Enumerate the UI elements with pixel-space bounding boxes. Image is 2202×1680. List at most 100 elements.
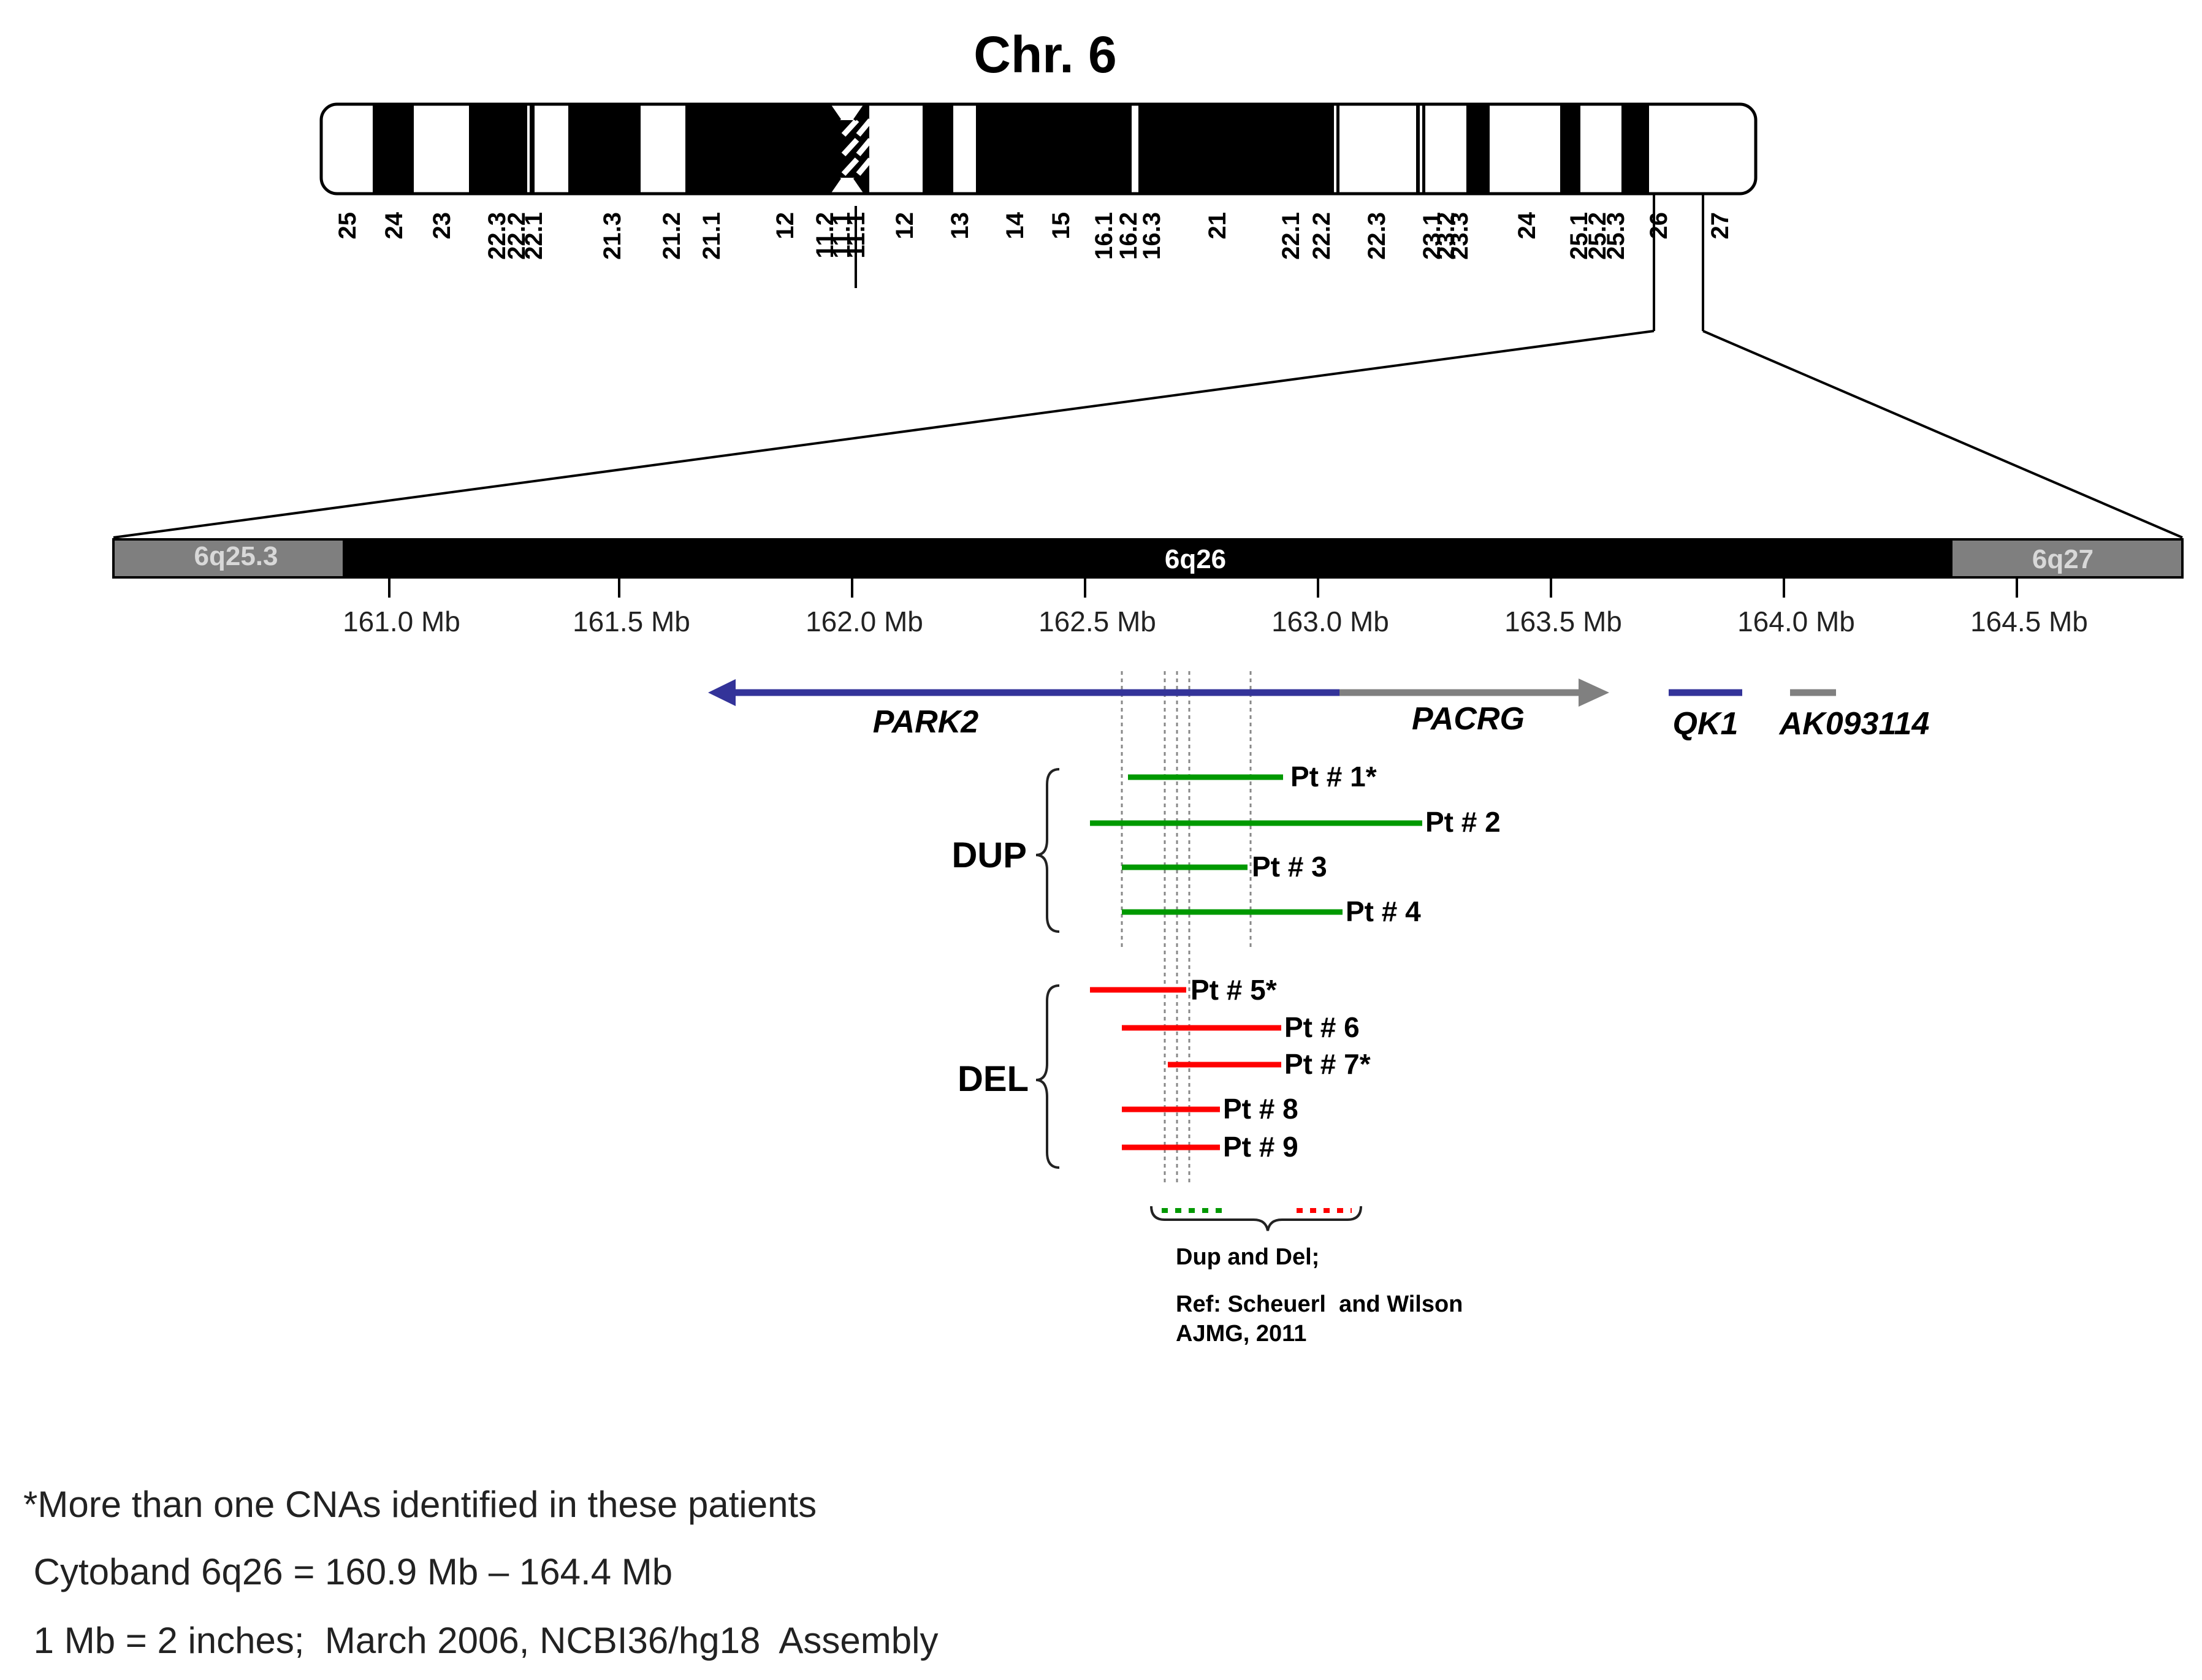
band-label: 13 xyxy=(947,212,973,240)
ideogram-band xyxy=(685,104,739,194)
gene-track: PARK2 PACRG QK1 AK093114 xyxy=(708,678,1929,742)
scale-label: 164.0 Mb xyxy=(1737,606,1855,637)
scale-label: 161.0 Mb xyxy=(343,606,460,637)
centromere-hatch xyxy=(841,118,859,137)
pacrg-arrowhead xyxy=(1579,678,1609,707)
patient-label-pt2: Pt # 2 xyxy=(1425,806,1501,838)
band-label: 23.3 xyxy=(1446,212,1473,260)
ideogram-band xyxy=(953,104,976,194)
ideogram-band xyxy=(1339,104,1416,194)
band-label: 22.2 xyxy=(503,212,530,260)
band-label-6q25-3: 6q25.3 xyxy=(194,541,278,571)
ideogram-band xyxy=(976,104,1042,194)
band-label: 22.3 xyxy=(1363,212,1390,260)
band-label: 16.1 xyxy=(1091,212,1118,260)
ideogram-band xyxy=(1134,104,1138,194)
band-label: 27 xyxy=(1707,212,1734,240)
dup-brace xyxy=(1035,768,1060,933)
ideogram-band xyxy=(1042,104,1131,194)
breakpoint-guides xyxy=(1121,671,1252,1183)
ideogram-band xyxy=(373,104,414,194)
ideogram-band xyxy=(1177,104,1330,194)
band-label: 26 xyxy=(1645,212,1672,240)
ideogram-band xyxy=(1138,104,1177,194)
park2-arrowhead xyxy=(708,679,736,706)
ideogram-band xyxy=(1425,104,1466,194)
ref-line-1: Dup and Del; xyxy=(1176,1244,1319,1270)
band-label: 25.3 xyxy=(1602,212,1629,260)
zoom-band-bar: 6q25.3 6q26 6q27 xyxy=(112,538,2184,579)
ideogram-band xyxy=(923,104,953,194)
band-label: 21 xyxy=(1204,212,1231,240)
ideogram-band xyxy=(1580,104,1621,194)
band-label: 25.2 xyxy=(1584,212,1611,260)
patient-label-pt1: Pt # 1* xyxy=(1290,761,1377,792)
patient-label-pt4: Pt # 4 xyxy=(1346,895,1421,927)
zoom-connector xyxy=(113,194,2183,539)
band-label-6q26: 6q26 xyxy=(1165,544,1226,574)
band-label: 21.1 xyxy=(698,212,725,260)
reference-legend: Dup and Del; Ref: Scheuerl and Wilson AJ… xyxy=(1150,1206,1463,1347)
band-label: 23.2 xyxy=(1433,212,1460,260)
band-label: 22.1 xyxy=(520,212,547,260)
ref-line-2: Ref: Scheuerl and Wilson xyxy=(1176,1291,1463,1317)
band-6q27 xyxy=(1952,539,2182,577)
band-6q25-3 xyxy=(113,539,343,577)
footnote-scale: 1 Mb = 2 inches; March 2006, NCBI36/hg18… xyxy=(23,1620,939,1661)
ideogram-band xyxy=(321,104,373,194)
ideogram-band xyxy=(869,104,923,194)
band-label: 12 xyxy=(772,212,799,240)
gene-label-ak093114: AK093114 xyxy=(1778,706,1930,742)
ideogram-band xyxy=(739,104,818,194)
band-label: 12 xyxy=(891,212,918,240)
footnote-cytoband: Cytoband 6q26 = 160.9 Mb – 164.4 Mb xyxy=(23,1551,673,1592)
scale-label: 163.0 Mb xyxy=(1271,606,1389,637)
ideogram-band xyxy=(535,104,568,194)
ideogram-band xyxy=(1466,104,1490,194)
band-label: 16.3 xyxy=(1138,212,1165,260)
patient-label-pt5: Pt # 5* xyxy=(1191,974,1277,1006)
patient-label-pt6: Pt # 6 xyxy=(1284,1011,1360,1043)
band-label: 21.3 xyxy=(599,212,626,260)
gene-label-pacrg: PACRG xyxy=(1412,701,1525,737)
band-6q26 xyxy=(343,539,1952,577)
dup-group: DUP Pt # 1* Pt # 2 Pt # 3 Pt # 4 xyxy=(952,761,1501,933)
centromere-hatch xyxy=(856,158,873,176)
footnote-asterisk: *More than one CNAs identified in these … xyxy=(23,1484,817,1525)
ideogram-band xyxy=(1621,104,1649,194)
band-label: 25.1 xyxy=(1566,212,1593,260)
patient-label-pt9: Pt # 9 xyxy=(1223,1131,1298,1163)
ref-line-3: AJMG, 2011 xyxy=(1176,1321,1306,1347)
band-label-6q27: 6q27 xyxy=(2032,544,2093,574)
del-group: DEL Pt # 5* Pt # 6 Pt # 7* Pt # 8 Pt # 9 xyxy=(958,974,1371,1169)
ideogram-band xyxy=(1649,104,1694,194)
centromere-hatch xyxy=(856,138,873,156)
patient-label-pt8: Pt # 8 xyxy=(1223,1093,1298,1125)
ideogram-band xyxy=(1490,104,1560,194)
patient-label-pt3: Pt # 3 xyxy=(1252,851,1327,883)
band-label: 25 xyxy=(334,212,361,240)
band-label: 22.3 xyxy=(484,212,511,260)
band-label: 24 xyxy=(381,211,408,239)
ideogram-band xyxy=(533,104,535,194)
gene-label-qk1: QK1 xyxy=(1673,706,1739,742)
scale-label: 162.5 Mb xyxy=(1038,606,1156,637)
band-label: 23 xyxy=(429,212,455,240)
centromere xyxy=(827,102,867,196)
band-label: 11.2 xyxy=(812,212,839,259)
chromosome-outline xyxy=(319,102,1758,196)
band-label: 21.2 xyxy=(658,212,685,260)
band-label: 22.2 xyxy=(1308,212,1335,260)
scale-label: 164.5 Mb xyxy=(1970,606,2088,637)
gene-label-park2: PARK2 xyxy=(873,704,978,740)
del-brace xyxy=(1035,984,1060,1169)
ideogram-band xyxy=(568,104,641,194)
centromere-hatch xyxy=(841,157,859,177)
scale-label: 162.0 Mb xyxy=(806,606,923,637)
ideogram-band xyxy=(469,104,524,194)
band-label: 16.2 xyxy=(1115,212,1142,260)
band-label: 14 xyxy=(1002,211,1029,239)
band-label: 11.1 xyxy=(828,212,855,259)
